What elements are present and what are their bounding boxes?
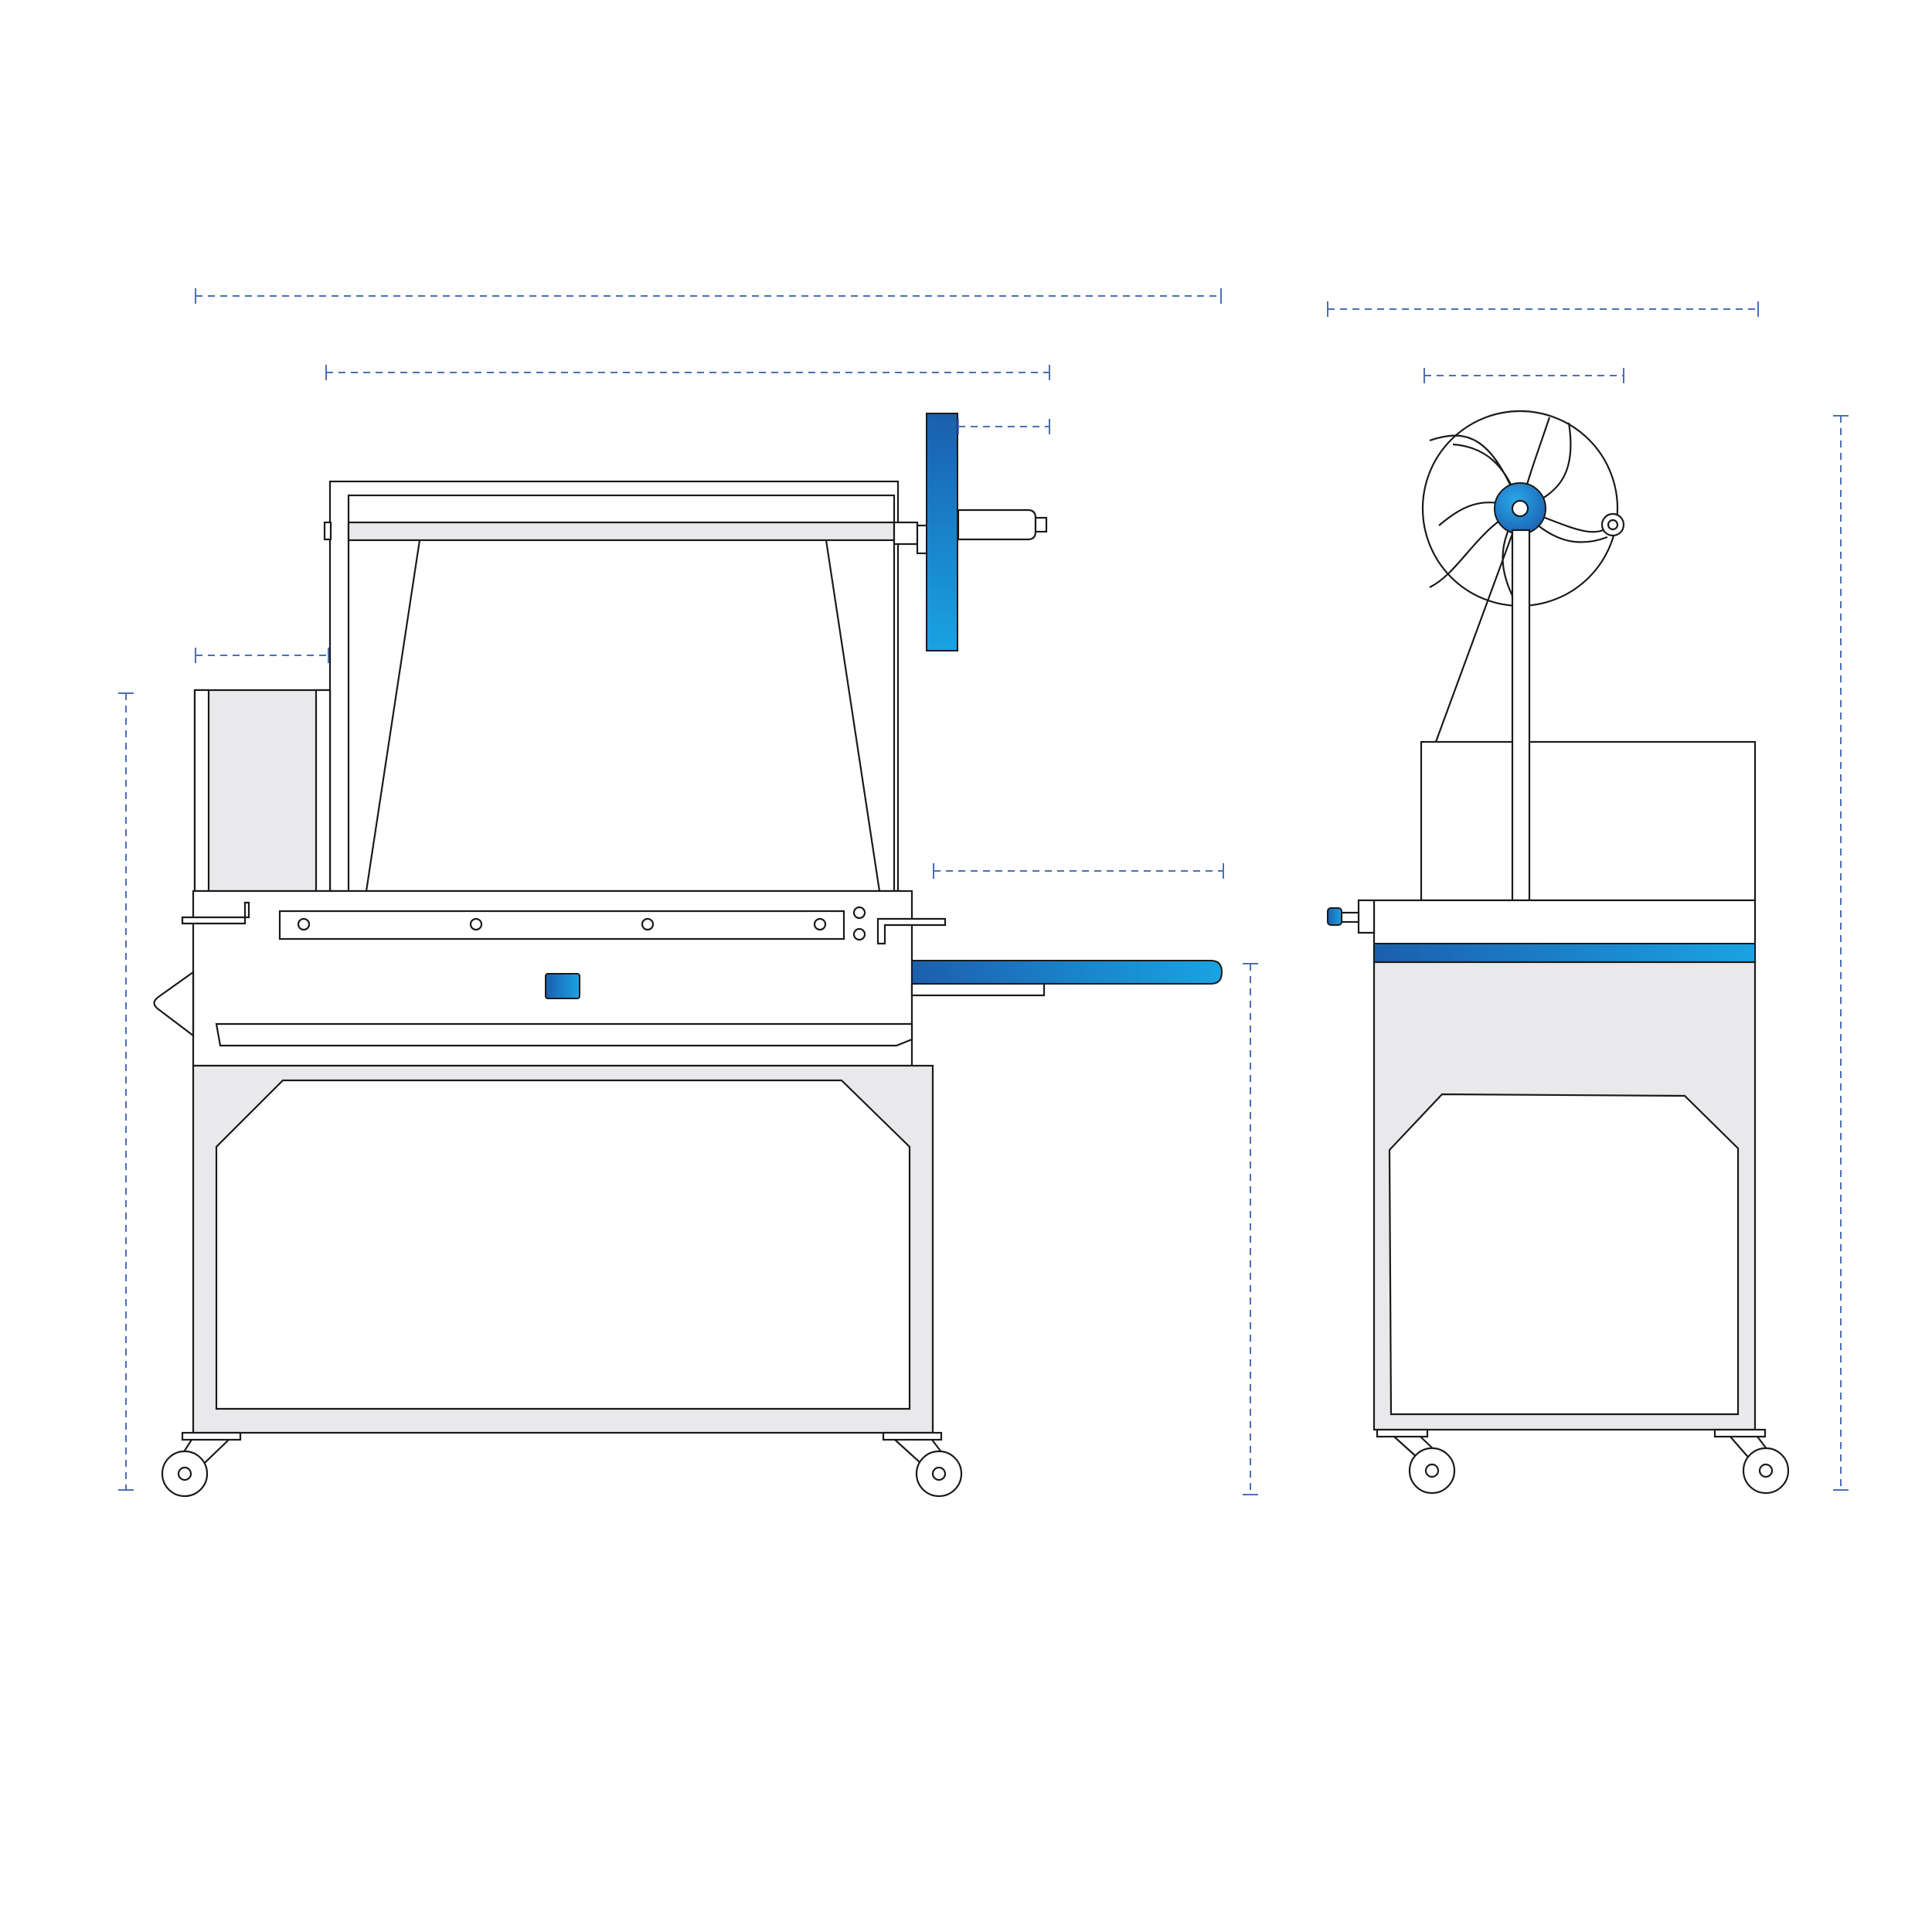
- film-roll-spindle: [893, 413, 1048, 651]
- swivel-casters: [161, 1431, 963, 1498]
- dimension-side-total-height: [1833, 415, 1849, 1491]
- caster-wheel: [161, 1431, 242, 1498]
- right-handle: [876, 917, 947, 945]
- indicator-light: [852, 906, 866, 920]
- dimension-front-conveyor-height: [1243, 963, 1258, 1495]
- blue-band: [1373, 943, 1756, 963]
- dimension-front-roll-offset: [957, 419, 1050, 434]
- film-reel: [1421, 410, 1625, 743]
- dimension-front-left-offset: [195, 648, 329, 663]
- side-head: [1327, 899, 1757, 964]
- side-view: [1327, 410, 1790, 1495]
- swivel-casters: [1376, 1428, 1790, 1495]
- dimension-front-frame-width: [325, 365, 1050, 380]
- infeed-box: [193, 689, 332, 893]
- dimension-front-conveyor-length: [933, 863, 1224, 879]
- sealing-head: [153, 889, 947, 1067]
- caster-wheel: [882, 1431, 963, 1498]
- dimension-lines: [118, 288, 1849, 1495]
- film-roll-frame: [323, 480, 900, 893]
- cabinet-base: [1372, 961, 1757, 1431]
- front-view: [153, 413, 1223, 1498]
- dimension-front-total-height: [118, 692, 134, 1491]
- dimension-front-overall-width: [195, 288, 1222, 304]
- adjustment-knob[interactable]: [1327, 907, 1342, 926]
- reel-support-post: [1511, 529, 1531, 902]
- left-handle: [181, 901, 250, 925]
- dimension-side-reel-diameter: [1423, 368, 1624, 383]
- film-roll-disc: [926, 413, 958, 651]
- upper-housing: [1420, 529, 1757, 902]
- cabinet-base: [192, 1064, 934, 1434]
- control-button[interactable]: [545, 973, 580, 999]
- caster-wheel: [1713, 1428, 1790, 1495]
- dimension-side-overall-depth: [1327, 301, 1759, 317]
- sealing-bar: [278, 910, 845, 940]
- caster-wheel: [1376, 1428, 1456, 1495]
- indicator-light: [852, 927, 866, 941]
- outfeed-conveyor: [910, 960, 1223, 997]
